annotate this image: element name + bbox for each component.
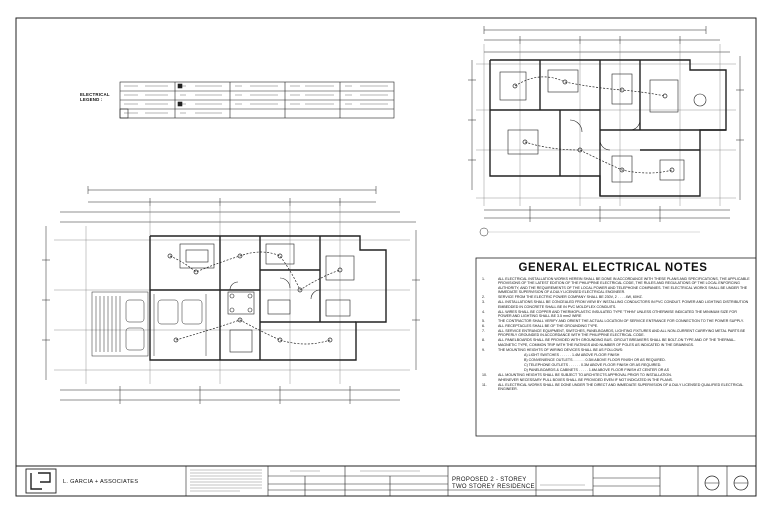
note-number: 10. bbox=[482, 372, 487, 377]
project-line1: PROPOSED 2 - STOREY bbox=[452, 477, 527, 483]
note-number bbox=[506, 353, 524, 357]
note-text: THE CONTRACTOR SHALL VERIFY AND ORIENT T… bbox=[498, 319, 744, 324]
note-text: C) TELEPHONE OUTLETS . . . . . . 0.3M AB… bbox=[524, 362, 662, 367]
note-item: A) LIGHT SWITCHES . . . . . . 1.4M ABOVE… bbox=[480, 353, 750, 357]
note-item: 8. ALL PANELBOARDS SHALL BE PROVIDED WITH… bbox=[480, 338, 750, 347]
note-item: 3. ALL INSTALLATIONS SHALL BE CONCEALED F… bbox=[480, 300, 750, 309]
note-item: C) TELEPHONE OUTLETS . . . . . . 0.3M AB… bbox=[480, 363, 750, 367]
notes-box bbox=[475, 257, 757, 437]
note-item: WHENEVER NECESSARY PULL BOXES SHALL BE P… bbox=[480, 378, 750, 382]
note-text: ALL PANELBOARDS SHALL BE PROVIDED WITH G… bbox=[498, 338, 736, 347]
note-item: 1. ALL ELECTRICAL INSTALLATION WORKS HERE… bbox=[480, 277, 750, 295]
note-number: 4. bbox=[482, 309, 485, 314]
note-item: 10. ALL MOUNTING HEIGHTS SHALL BE SUBJECT… bbox=[480, 373, 750, 377]
electrical-legend-label: ELECTRICAL LEGEND : bbox=[80, 92, 124, 102]
note-item: 11. ALL ELECTRICAL WORKS SHALL BE DONE UN… bbox=[480, 383, 750, 392]
note-text: ALL INSTALLATIONS SHALL BE CONCEALED FRO… bbox=[498, 300, 749, 309]
project-line2: TWO STOREY RESIDENCE bbox=[452, 484, 535, 490]
note-text: SERVICE FROM THE ELECTRIC POWER COMPANY … bbox=[498, 295, 643, 300]
note-number: 1. bbox=[482, 277, 485, 281]
legend-label-line2: LEGEND : bbox=[80, 97, 103, 102]
electrical-legend-table bbox=[119, 81, 395, 119]
note-item: 9. THE MOUNTING HEIGHTS OF WIRING DEVICES… bbox=[480, 348, 750, 352]
note-number bbox=[506, 363, 524, 367]
notes-title: GENERAL ELECTRICAL NOTES bbox=[518, 262, 708, 274]
note-text: ALL ELECTRICAL WORKS SHALL BE DONE UNDER… bbox=[498, 382, 744, 392]
note-text: THE MOUNTING HEIGHTS OF WIRING DEVICES S… bbox=[498, 347, 624, 352]
notes-list: 1. ALL ELECTRICAL INSTALLATION WORKS HERE… bbox=[480, 277, 750, 392]
ground-floor-plan bbox=[42, 186, 420, 404]
note-text: B) CONVENIENCE OUTLETS . . . . . . 0.3M … bbox=[524, 357, 666, 362]
project-title: PROPOSED 2 - STOREY TWO STOREY RESIDENCE bbox=[452, 477, 535, 491]
note-text: ALL WIRES SHALL BE COPPER AND THERMOPLAS… bbox=[498, 309, 737, 319]
title-block bbox=[15, 465, 757, 497]
note-item: D) PANELBOARDS & CABINETS . . . . . 1.6M… bbox=[480, 368, 750, 372]
note-text: A) LIGHT SWITCHES . . . . . . 1.4M ABOVE… bbox=[524, 352, 620, 357]
note-number: 7. bbox=[482, 329, 485, 334]
note-item: 7. ALL SERVICE ENTRANCE EQUIPMENT, SWITCH… bbox=[480, 329, 750, 338]
legend-label-line1: ELECTRICAL bbox=[80, 92, 110, 97]
note-number: 6. bbox=[482, 324, 485, 329]
note-number bbox=[506, 368, 524, 372]
note-item: 6. ALL RECEPTACLES SHALL BE OF THE GROUND… bbox=[480, 324, 750, 328]
note-number: 2. bbox=[482, 295, 485, 300]
note-text: ALL SERVICE ENTRANCE EQUIPMENT, SWITCHES… bbox=[498, 329, 746, 338]
note-number bbox=[506, 358, 524, 362]
note-item: 2. SERVICE FROM THE ELECTRIC POWER COMPAN… bbox=[480, 295, 750, 299]
note-number bbox=[480, 378, 498, 382]
firm-name: L. GARCIA + ASSOCIATES bbox=[63, 479, 139, 485]
note-number: 3. bbox=[482, 300, 485, 305]
note-item: B) CONVENIENCE OUTLETS . . . . . . 0.3M … bbox=[480, 358, 750, 362]
note-number: 11. bbox=[482, 382, 487, 387]
note-number: 9. bbox=[482, 347, 485, 352]
note-number: 5. bbox=[482, 319, 485, 324]
note-number: 8. bbox=[482, 338, 485, 343]
second-floor-plan bbox=[468, 26, 744, 237]
note-item: 4. ALL WIRES SHALL BE COPPER AND THERMOPL… bbox=[480, 310, 750, 319]
note-text: ALL MOUNTING HEIGHTS SHALL BE SUBJECT TO… bbox=[498, 372, 672, 377]
note-text: ALL ELECTRICAL INSTALLATION WORKS HEREIN… bbox=[498, 277, 750, 295]
note-text: ALL RECEPTACLES SHALL BE OF THE GROUNDIN… bbox=[498, 324, 599, 329]
note-text: D) PANELBOARDS & CABINETS . . . . . 1.6M… bbox=[524, 367, 669, 372]
note-text: WHENEVER NECESSARY PULL BOXES SHALL BE P… bbox=[498, 377, 673, 382]
note-item: 5. THE CONTRACTOR SHALL VERIFY AND ORIENT… bbox=[480, 319, 750, 323]
